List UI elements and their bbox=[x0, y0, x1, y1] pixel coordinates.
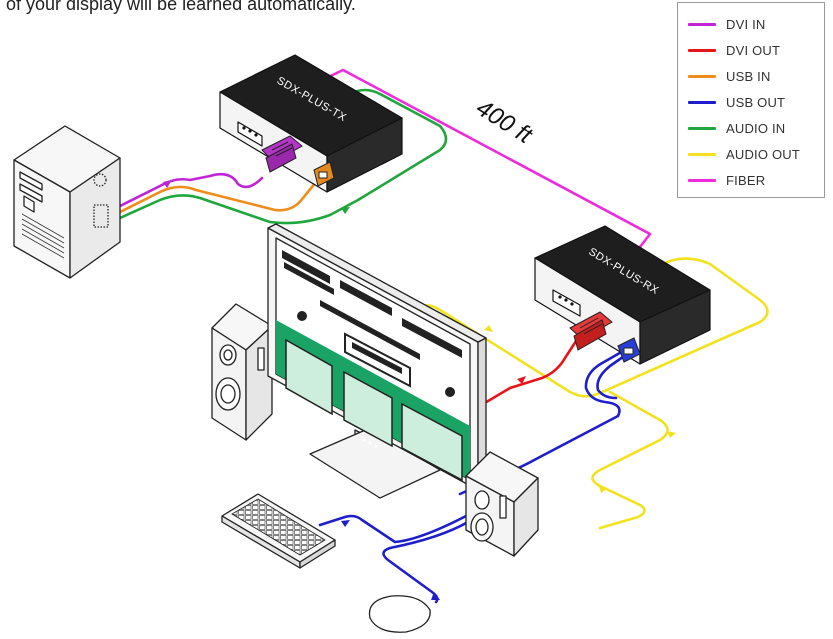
legend-swatch bbox=[688, 100, 716, 104]
distance-label: 400 ft bbox=[471, 94, 537, 149]
dvi-in-cable bbox=[118, 172, 264, 208]
legend-label: USB OUT bbox=[726, 94, 786, 110]
desktop-computer bbox=[13, 125, 121, 279]
legend-item-audio-in: AUDIO IN bbox=[688, 118, 785, 138]
legend-item-dvi-out: DVI OUT bbox=[688, 40, 780, 60]
legend-swatch bbox=[688, 178, 716, 182]
keyboard bbox=[221, 493, 336, 569]
mouse bbox=[368, 595, 431, 633]
legend-label: USB IN bbox=[726, 68, 771, 84]
usb-out-cable-1 bbox=[458, 348, 627, 496]
legend-swatch bbox=[688, 74, 716, 78]
legend-item-usb-out: USB OUT bbox=[688, 92, 785, 112]
left-speaker bbox=[211, 303, 273, 441]
rx-dvi-connector bbox=[569, 311, 613, 351]
audio-out-cable-1 bbox=[403, 257, 769, 398]
tx-usb-connector bbox=[313, 161, 335, 187]
rx-usb-connector bbox=[617, 337, 641, 363]
usb-out-cable-2 bbox=[596, 350, 632, 400]
legend-label: AUDIO IN bbox=[726, 120, 786, 136]
audio-in-cable bbox=[118, 88, 448, 225]
dvi-out-cable bbox=[476, 333, 582, 409]
legend-swatch bbox=[688, 22, 716, 26]
tx-dvi-connector bbox=[261, 135, 303, 173]
audio-out-cable-2 bbox=[591, 390, 669, 530]
legend-label: FIBER bbox=[726, 172, 766, 188]
legend-item-audio-out: AUDIO OUT bbox=[688, 144, 800, 164]
direction-arrows bbox=[163, 180, 676, 600]
usb-in-cable bbox=[118, 180, 318, 214]
cable-legend: DVI IN DVI OUT USB IN USB OUT AUDIO IN A… bbox=[677, 2, 825, 198]
legend-swatch bbox=[688, 152, 716, 156]
monitor-screen-content bbox=[282, 250, 463, 482]
legend-label: AUDIO OUT bbox=[726, 146, 801, 162]
right-speaker bbox=[465, 451, 539, 557]
legend-label: DVI IN bbox=[726, 16, 766, 32]
usb-out-cable-keyboard bbox=[318, 513, 470, 544]
legend-label: DVI OUT bbox=[726, 42, 781, 58]
receiver-box bbox=[534, 225, 711, 365]
legend-swatch bbox=[688, 126, 716, 130]
legend-item-usb-in: USB IN bbox=[688, 66, 771, 86]
intro-text: of your display will be learned automati… bbox=[6, 0, 356, 14]
legend-item-fiber: FIBER bbox=[688, 170, 765, 190]
legend-swatch bbox=[688, 48, 716, 52]
legend-item-dvi-in: DVI IN bbox=[688, 14, 765, 34]
transmitter-box bbox=[219, 54, 403, 193]
